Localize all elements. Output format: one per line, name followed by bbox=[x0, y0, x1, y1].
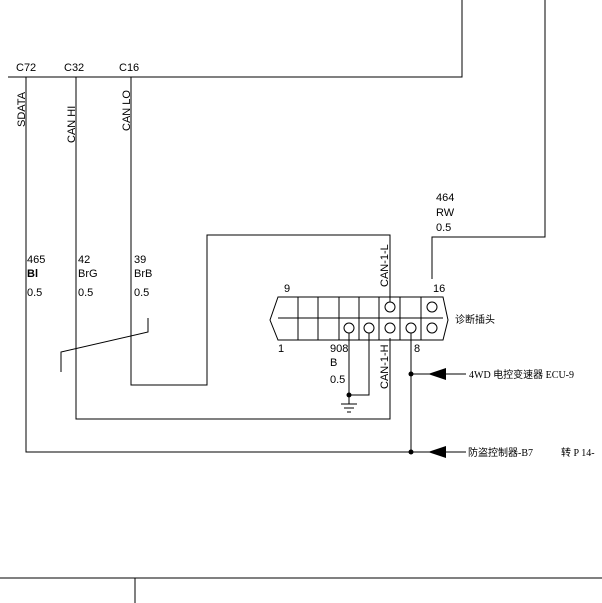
signal-can-lo: CAN LO bbox=[121, 90, 133, 131]
connector-label: 诊断插头 bbox=[455, 313, 495, 326]
pin-7 bbox=[405, 322, 417, 334]
wire-pin5 bbox=[349, 333, 370, 396]
pin-6 bbox=[384, 301, 396, 313]
dest-ecu: 4WD 电控变速器 ECU-9 bbox=[469, 368, 574, 381]
dest-goto-page: 转 P 14- bbox=[561, 446, 595, 459]
pin-8 bbox=[426, 322, 438, 334]
pin-14 bbox=[384, 322, 396, 334]
wire-464-number: 464 bbox=[436, 192, 454, 204]
arrow-ecu bbox=[428, 368, 446, 380]
terminal-c72: C72 bbox=[16, 62, 36, 74]
wire-465-color: Bl bbox=[27, 268, 38, 280]
wire-908-gauge: 0.5 bbox=[330, 374, 345, 386]
wire-908-color: B bbox=[330, 357, 337, 369]
pin-1-label: 1 bbox=[278, 343, 284, 355]
wire-42 bbox=[75, 77, 391, 420]
wire-465-number: 465 bbox=[27, 254, 45, 266]
wire-39-gauge: 0.5 bbox=[134, 287, 149, 299]
wire-908-number: 908 bbox=[330, 343, 348, 355]
signal-sdata: SDATA bbox=[16, 91, 28, 127]
arrow-alarm bbox=[428, 446, 446, 458]
terminal-c32: C32 bbox=[64, 62, 84, 74]
diagnostic-connector bbox=[269, 296, 449, 341]
wire-top-right bbox=[8, 0, 463, 78]
twisted-pair-marker bbox=[60, 318, 149, 372]
wire-42-color: BrG bbox=[78, 268, 98, 280]
wire-42-number: 42 bbox=[78, 254, 90, 266]
pin-8-label: 8 bbox=[414, 343, 420, 355]
bottom-frame bbox=[0, 577, 602, 603]
signal-can-hi: CAN HI bbox=[66, 106, 78, 143]
pin-16 bbox=[426, 301, 438, 313]
signal-can1-l: CAN-1-L bbox=[379, 244, 391, 287]
ground-symbol bbox=[341, 395, 357, 413]
wire-464 bbox=[431, 0, 546, 279]
wire-42-gauge: 0.5 bbox=[78, 287, 93, 299]
pin-16-label: 16 bbox=[433, 283, 445, 295]
wire-39-number: 39 bbox=[134, 254, 146, 266]
wire-464-gauge: 0.5 bbox=[436, 222, 451, 234]
wire-465 bbox=[25, 77, 414, 453]
wire-465-gauge: 0.5 bbox=[27, 287, 42, 299]
wire-39-color: BrB bbox=[134, 268, 152, 280]
signal-can1-h: CAN-1-H bbox=[379, 344, 391, 389]
terminal-c16: C16 bbox=[119, 62, 139, 74]
pin-4 bbox=[343, 322, 355, 334]
dest-alarm: 防盗控制器-B7 bbox=[468, 446, 533, 459]
pin-9-label: 9 bbox=[284, 283, 290, 295]
pin-5 bbox=[363, 322, 375, 334]
wire-464-color: RW bbox=[436, 207, 455, 219]
wire-39 bbox=[130, 77, 391, 386]
connector-body bbox=[269, 296, 449, 341]
